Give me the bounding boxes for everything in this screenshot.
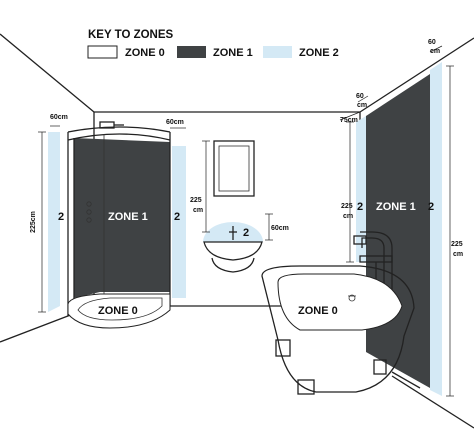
bath-corner-width-unit: cm [430, 48, 440, 55]
basin-height-unit: cm [193, 207, 203, 214]
bath-side-width-label: 75cm [340, 117, 358, 124]
bath-zone0-label: ZONE 0 [298, 305, 338, 317]
basin-radius-label: 60cm [271, 225, 289, 232]
bath-right-height-unit: cm [453, 251, 463, 258]
bath-zone2-right [430, 62, 442, 396]
key-zone2-swatch [263, 46, 292, 58]
shower-enclosure: ZONE 1 ZONE 0 2 2 [48, 121, 186, 329]
key-zone0-label: ZONE 0 [125, 47, 165, 59]
bath-zone1 [366, 74, 430, 388]
key-zone1-label: ZONE 1 [213, 47, 253, 59]
key-title: KEY TO ZONES [88, 29, 174, 41]
shower-tray-zone0 [67, 293, 171, 329]
shower-dimensions: 225cm 60cm 60cm [30, 114, 186, 313]
basin-zone2-label: 2 [243, 227, 249, 239]
shower-right-width-label: 60cm [166, 119, 184, 126]
shower-zone2-left [48, 132, 60, 312]
bath-tub [261, 265, 415, 393]
shower-zone0-label: ZONE 0 [98, 305, 138, 317]
shower-zone2-right [172, 146, 186, 298]
shower-zone2-left-label: 2 [58, 211, 64, 223]
key-zone0-swatch [87, 45, 118, 59]
bath-top-width-label: 60 [356, 93, 364, 100]
bath-zone1-label: ZONE 1 [376, 201, 416, 213]
shower-zone2-right-label: 2 [174, 211, 180, 223]
bath-zone2-left [356, 116, 366, 262]
bath-zone2-right-label: 2 [428, 201, 434, 213]
shower-left-width-label: 60cm [50, 114, 68, 121]
bath-left-height-unit: cm [343, 213, 353, 220]
shower-height-label: 225cm [30, 211, 37, 233]
shower-zone1 [74, 138, 170, 298]
basin-area: 2 225 cm 60cm [190, 140, 289, 273]
key-zone2-label: ZONE 2 [299, 47, 339, 59]
bath-zone0 [277, 273, 403, 331]
key-zone1-swatch [177, 46, 206, 58]
bath-corner-width-label: 60 [428, 39, 436, 46]
bath-area: ZONE 1 2 2 ZONE 0 [261, 62, 442, 396]
mirror [213, 140, 255, 197]
bath-top-width-unit: cm [357, 102, 367, 109]
basin-height-label: 225 [190, 197, 202, 204]
bath-dimensions: 225 cm 225 cm 75cm 60 cm 60 cm [339, 39, 463, 397]
bath-right-height-label: 225 [451, 241, 463, 248]
shower-zone1-label: ZONE 1 [108, 211, 148, 223]
bath-left-height-label: 225 [341, 203, 353, 210]
bath-zone2-left-label: 2 [357, 201, 363, 213]
zone-key: KEY TO ZONES ZONE 0 ZONE 1 ZONE 2 [87, 29, 339, 59]
